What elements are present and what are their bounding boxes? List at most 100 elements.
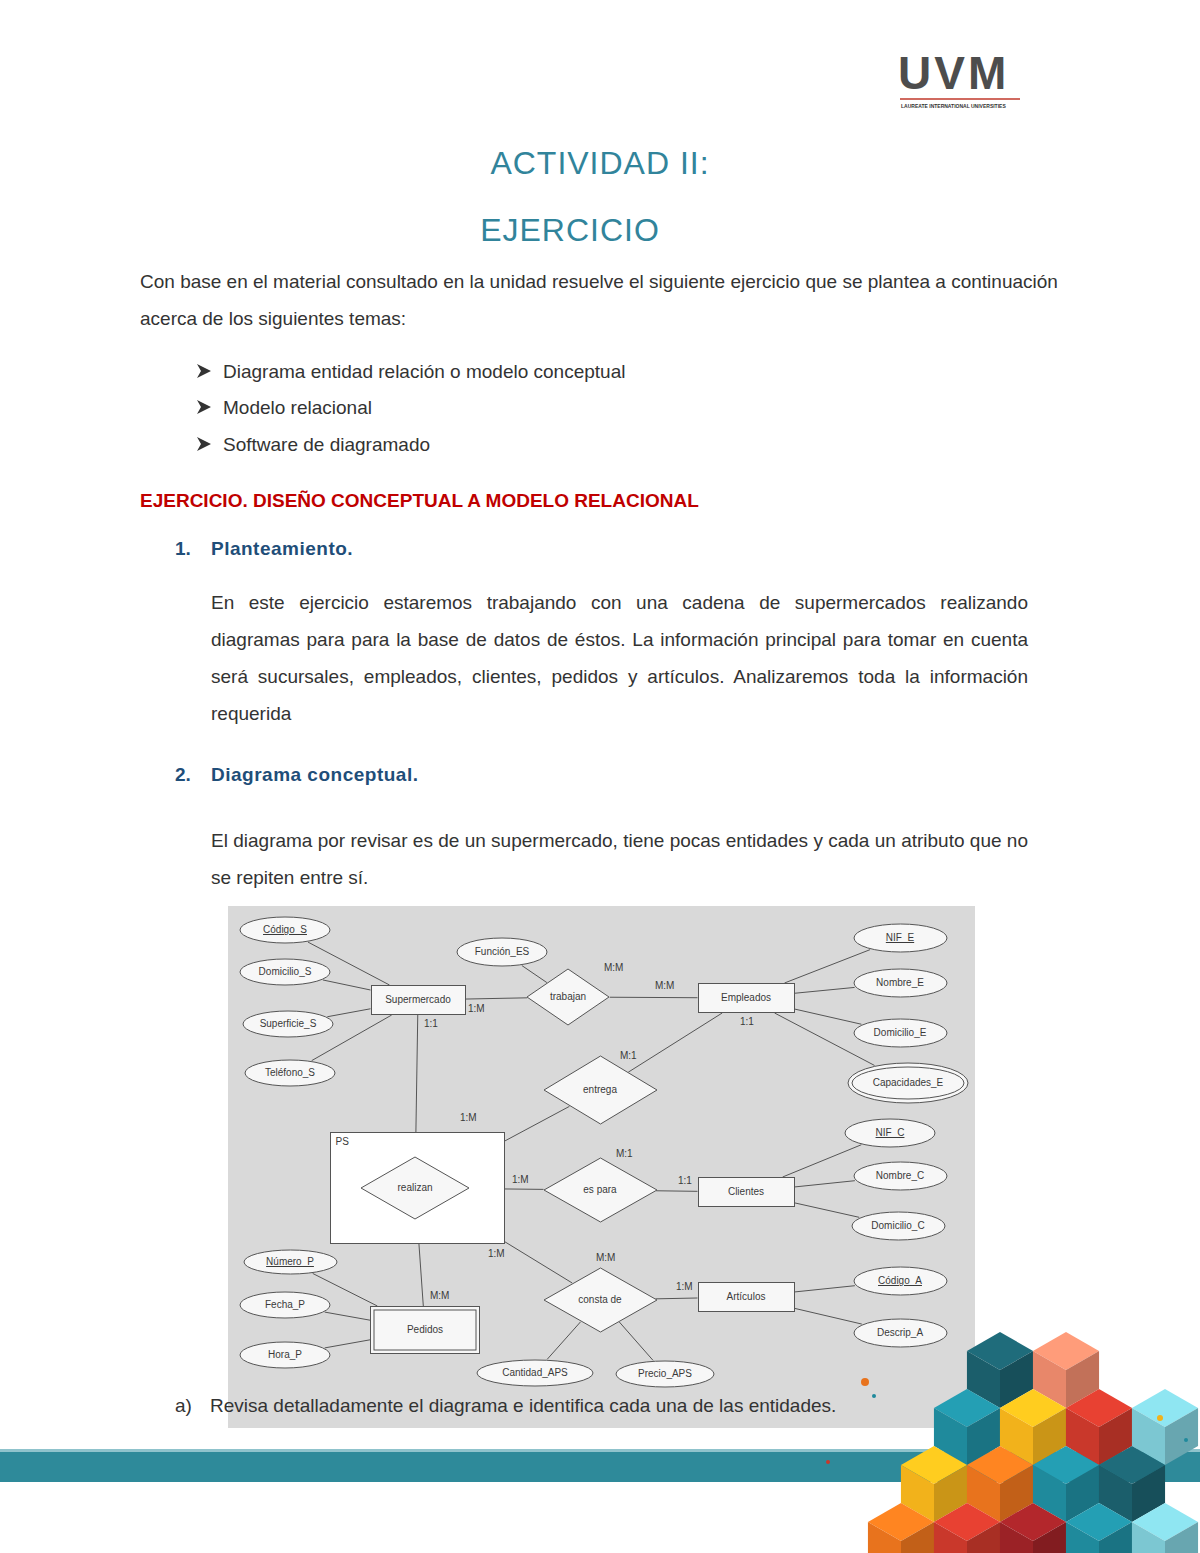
ellipse-outline	[240, 1342, 330, 1368]
bullet-arrow	[197, 400, 211, 414]
entity-box: Clientes	[698, 1177, 795, 1207]
node-text: trabajan	[550, 991, 586, 1003]
weak-entity-box: Pedidos	[370, 1306, 480, 1354]
cardinality-label: M:M	[604, 962, 623, 974]
ellipse-outline	[240, 1292, 330, 1318]
ellipse-outline	[477, 1360, 593, 1386]
node-text: Precio_APS	[638, 1368, 692, 1380]
logo-text: UVM	[898, 48, 1009, 98]
page-title: ACTIVIDAD II:	[0, 141, 1200, 185]
ellipse-outline	[245, 1060, 335, 1086]
multivalued-attribute: Capacidades_E	[847, 1062, 969, 1104]
body-paragraph: Con base en el material consultado en la…	[140, 263, 1065, 337]
ellipse-outline	[845, 1119, 935, 1147]
relationship-diamond: es para	[543, 1157, 658, 1223]
connector-line	[505, 1106, 570, 1141]
node-text: Nombre_E	[876, 977, 924, 989]
ellipse-outline	[616, 1361, 714, 1387]
item-number: 2.	[175, 756, 191, 793]
node-text: Pedidos	[407, 1324, 443, 1336]
cardinality-label: 1:1	[424, 1018, 438, 1030]
node-text: Código_S	[263, 924, 307, 936]
cube-face	[934, 1522, 967, 1553]
diamond-outline	[544, 1268, 657, 1332]
logo-rule	[900, 98, 1020, 100]
ellipse-outline	[457, 938, 547, 966]
connector-line	[795, 1009, 862, 1024]
connector-line	[795, 987, 855, 993]
connector-line	[628, 1013, 722, 1072]
cardinality-label: M:M	[596, 1252, 615, 1264]
connector-line	[466, 998, 528, 999]
cardinality-label: 1:1	[678, 1175, 692, 1187]
attribute-ellipse: NIF_C	[844, 1118, 936, 1148]
cube-face	[901, 1522, 934, 1553]
ellipse-outline	[244, 1250, 337, 1274]
ellipse-outline	[848, 1063, 968, 1103]
decor-dot	[861, 1378, 869, 1386]
attribute-ellipse: Teléfono_S	[244, 1059, 336, 1087]
connector-line	[327, 1009, 370, 1017]
node-text: Domicilio_C	[871, 1220, 924, 1232]
relationship-diamond: trabajan	[526, 968, 610, 1026]
cardinality-label: M:1	[616, 1148, 633, 1160]
attribute-ellipse: Fecha_P	[239, 1291, 331, 1319]
connector-line	[795, 1203, 860, 1217]
node-text: NIF_C	[876, 1127, 905, 1139]
node-text: Cantidad_APS	[502, 1367, 568, 1379]
diamond-outline	[527, 969, 609, 1025]
body-line: Diagrama entidad relación o modelo conce…	[223, 353, 625, 390]
connector-line	[795, 1181, 855, 1187]
connector-line	[656, 1190, 697, 1192]
connector-line	[795, 1286, 855, 1292]
node-text: Hora_P	[268, 1349, 302, 1361]
connector-line	[323, 980, 371, 990]
decor-dot	[1184, 1438, 1188, 1442]
decor-dot	[826, 1460, 830, 1464]
connector-line	[795, 1308, 862, 1324]
connector-line	[522, 966, 547, 983]
node-text: Nombre_C	[876, 1170, 924, 1182]
item-heading: Diagrama conceptual.	[211, 756, 418, 793]
ellipse-outline	[854, 969, 947, 997]
connector-line	[610, 997, 698, 998]
node-text: Capacidades_E	[873, 1077, 944, 1089]
node-text: Artículos	[727, 1291, 766, 1303]
cardinality-label: 1:M	[468, 1003, 485, 1015]
node-text: Supermercado	[385, 994, 451, 1006]
node-text: Superficie_S	[260, 1018, 317, 1030]
bullet-arrow	[197, 364, 211, 378]
node-text: Función_ES	[475, 946, 529, 958]
attribute-ellipse: Descrip_A	[853, 1318, 948, 1348]
logo-subtitle: LAUREATE INTERNATIONAL UNIVERSITIES	[901, 103, 1006, 110]
node-text: Domicilio_S	[259, 966, 312, 978]
node-text: Descrip_A	[877, 1327, 923, 1339]
cube-face	[1165, 1522, 1198, 1553]
ellipse-outline	[243, 1011, 333, 1037]
node-text: Domicilio_E	[874, 1027, 927, 1039]
ellipse-outline	[240, 917, 330, 943]
relationship-diamond: realizan	[360, 1156, 470, 1220]
node-text: PS	[336, 1136, 349, 1148]
connector-line	[656, 1297, 698, 1299]
cardinality-label: 1:M	[488, 1248, 505, 1260]
cube-face	[1033, 1522, 1066, 1553]
attribute-ellipse: Nombre_C	[853, 1161, 948, 1191]
ellipse-outline	[854, 1162, 947, 1190]
body-paragraph: El diagrama por revisar es de un superme…	[211, 822, 1028, 896]
cube-face	[1066, 1522, 1099, 1553]
body-line: Modelo relacional	[223, 389, 372, 426]
ellipse-inner	[852, 1067, 964, 1099]
ellipse-outline	[852, 1212, 945, 1240]
attribute-ellipse: NIF_E	[853, 923, 948, 953]
rect-inner	[374, 1310, 476, 1350]
attribute-ellipse: Hora_P	[239, 1341, 331, 1369]
entity-box: Supermercado	[371, 985, 466, 1015]
connector-line	[505, 1242, 573, 1283]
item-heading: Planteamiento.	[211, 530, 353, 567]
attribute-ellipse: Domicilio_C	[851, 1211, 946, 1241]
node-text: realizan	[397, 1182, 432, 1194]
body-line: a)	[175, 1387, 192, 1424]
